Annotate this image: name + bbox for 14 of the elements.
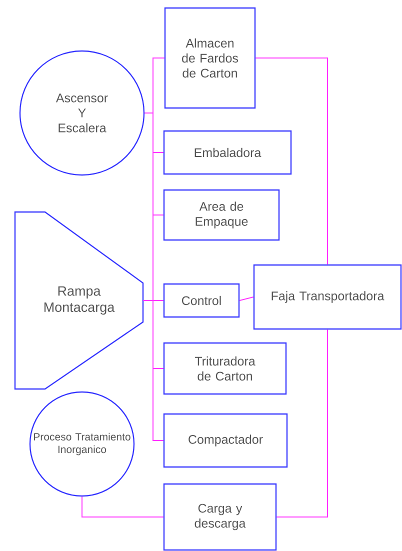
connector-line bbox=[239, 296, 254, 301]
process-box: Almacen de Fardos de Carton bbox=[164, 7, 256, 109]
connector-line bbox=[142, 112, 154, 301]
process-box: Area de Empaque bbox=[163, 189, 280, 241]
process-box: Carga y descarga bbox=[163, 483, 277, 551]
connector-line bbox=[142, 300, 164, 441]
connector-line bbox=[255, 58, 328, 265]
process-box: Control bbox=[163, 283, 240, 318]
connector-line bbox=[82, 496, 164, 518]
process-box: Compactador bbox=[163, 413, 288, 468]
process-box: Trituradora de Carton bbox=[163, 342, 287, 395]
process-box: Embaladora bbox=[163, 130, 292, 175]
connector-line bbox=[276, 329, 328, 518]
process-box: Faja Transportadora bbox=[253, 264, 402, 330]
